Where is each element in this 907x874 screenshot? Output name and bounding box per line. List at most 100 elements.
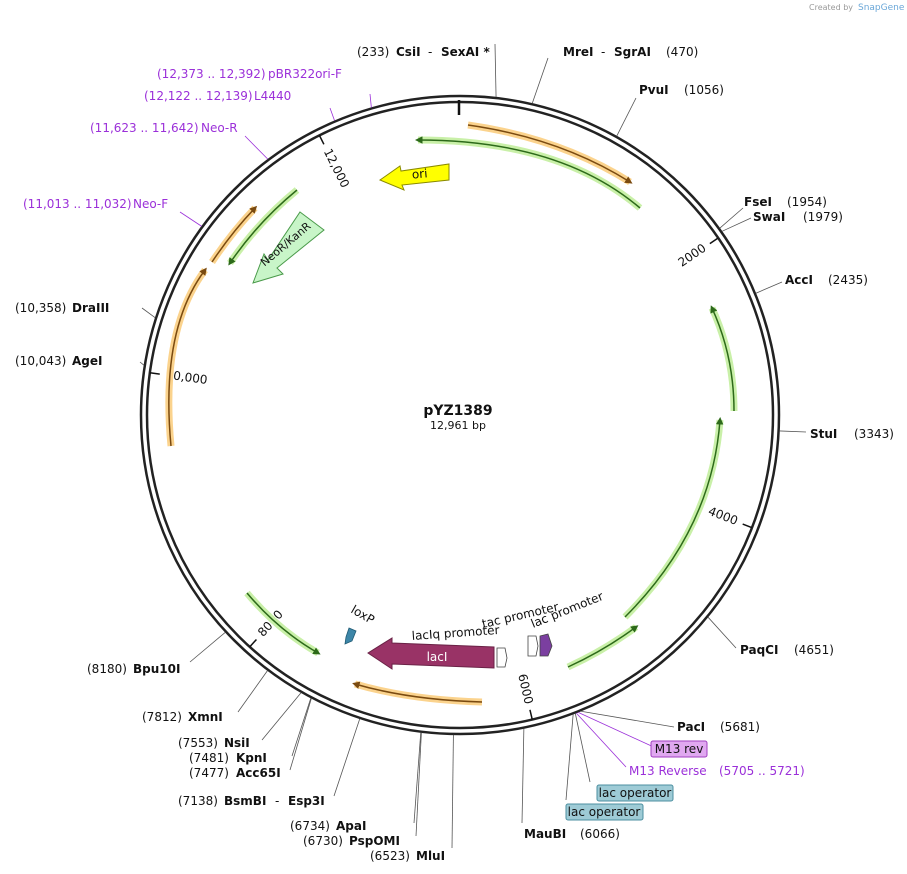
- neor-kanr-arrow[interactable]: [252, 211, 325, 284]
- site-mlui[interactable]: (6523) MluI: [370, 849, 445, 863]
- site-name: CsiI: [396, 45, 421, 59]
- green-arc: [415, 136, 641, 209]
- site-name: MreI: [563, 45, 593, 59]
- primer-m13-reverse[interactable]: M13 Reverse (5705 .. 5721): [629, 764, 805, 778]
- site-acc65i[interactable]: (7477) Acc65I: [189, 766, 281, 780]
- site-position: (6730): [303, 834, 343, 848]
- boxed-lac-operator-2[interactable]: lac operator: [565, 803, 644, 821]
- leader-line: [333, 718, 361, 797]
- site-bsmbi-esp3i[interactable]: (7138) BsmBI - Esp3I: [178, 794, 325, 808]
- site-name: XmnI: [188, 710, 223, 724]
- site-position: (7481): [189, 751, 229, 765]
- site-position: (1954): [787, 195, 827, 209]
- site-position: (7812): [142, 710, 182, 724]
- leader-line: [451, 734, 454, 849]
- site-position: (6523): [370, 849, 410, 863]
- tick-mark: [149, 372, 160, 375]
- tick-label: 6000: [515, 673, 536, 706]
- primer-pbr322ori-f[interactable]: (12,373 .. 12,392) pBR322ori-F: [157, 67, 342, 81]
- site-position: (1056): [684, 83, 724, 97]
- leader-line: [189, 632, 226, 663]
- primer-neo-f[interactable]: (11,013 .. 11,032) Neo-F: [23, 197, 168, 211]
- site-acci[interactable]: AccI (2435): [785, 273, 868, 287]
- orf-arcs: [165, 121, 633, 706]
- site-name: NsiI: [224, 736, 250, 750]
- site-fsei[interactable]: FseI (1954): [744, 195, 827, 209]
- site-position: (7553): [178, 736, 218, 750]
- site-position: (1979): [803, 210, 843, 224]
- leader-line: [139, 361, 145, 366]
- tac-promoter-shape[interactable]: [527, 635, 539, 657]
- leader-line: [616, 97, 637, 137]
- orf-arc: [211, 205, 258, 263]
- leader-lines: [139, 43, 807, 849]
- ori-arrow[interactable]: [378, 163, 450, 191]
- site-position: (3343): [854, 427, 894, 441]
- boxed-m13-rev[interactable]: M13 rev: [650, 740, 708, 758]
- site-position: (7477): [189, 766, 229, 780]
- leader-line: [574, 713, 591, 783]
- site-kpni[interactable]: (7481) KpnI: [189, 751, 267, 765]
- site-xmni[interactable]: (7812) XmnI: [142, 710, 223, 724]
- orf-arc: [352, 681, 483, 703]
- leader-line: [179, 211, 202, 227]
- site-bpu10i[interactable]: (8180) Bpu10I: [87, 662, 180, 676]
- feature-laci[interactable]: lacI: [367, 637, 495, 670]
- boxed-lac-operator-1[interactable]: lac operator: [596, 784, 674, 802]
- loxp-arrow[interactable]: [344, 627, 357, 645]
- leader-line: [755, 281, 783, 294]
- site-name: PaqCI: [740, 643, 778, 657]
- site-position: (4651): [794, 643, 834, 657]
- site-name: Bpu10I: [133, 662, 180, 676]
- site-labels: (233) CsiI - SexAI * MreI - SgrAI (470) …: [15, 45, 894, 863]
- site-name: PspOMI: [349, 834, 400, 848]
- leader-line: [329, 107, 335, 121]
- site-name-2: SgrAI: [614, 45, 651, 59]
- site-stui[interactable]: StuI (3343): [810, 427, 894, 441]
- leader-line: [719, 207, 744, 229]
- tick-mark: [529, 709, 533, 720]
- laci-arrow[interactable]: [367, 637, 495, 670]
- site-position: (2435): [828, 273, 868, 287]
- site-pspomi[interactable]: (6730) PspOMI: [303, 834, 400, 848]
- ori-label: ori: [411, 166, 428, 181]
- site-separator: -: [428, 45, 432, 59]
- green-arc: [228, 189, 298, 266]
- site-swai[interactable]: SwaI (1979): [753, 210, 843, 224]
- tick-label: 12,000: [321, 146, 352, 190]
- site-nsii[interactable]: (7553) NsiI: [178, 736, 250, 750]
- site-paci[interactable]: PacI (5681): [677, 720, 760, 734]
- boxed-lac-operator-label: lac operator: [599, 786, 672, 800]
- site-mrei-sgrai[interactable]: MreI - SgrAI (470): [563, 45, 698, 59]
- site-separator: -: [275, 794, 279, 808]
- laciq-promoter-shape[interactable]: [496, 647, 508, 668]
- site-paqci[interactable]: PaqCI (4651): [740, 643, 834, 657]
- site-pvui[interactable]: PvuI (1056): [639, 83, 724, 97]
- site-name: AccI: [785, 273, 813, 287]
- primer-neo-r[interactable]: (11,623 .. 11,642) Neo-R: [90, 121, 238, 135]
- leader-line: [779, 430, 807, 433]
- primer-range: (5705 .. 5721): [719, 764, 805, 778]
- orf-arc: [354, 680, 483, 706]
- leader-line: [237, 670, 268, 713]
- lac-promoter-shape[interactable]: [539, 633, 553, 657]
- tick-mark: [318, 135, 325, 145]
- site-apai[interactable]: (6734) ApaI: [290, 819, 366, 833]
- site-name: AgeI: [72, 354, 102, 368]
- site-separator: -: [601, 45, 605, 59]
- feature-loxp[interactable]: loxP: [344, 602, 377, 645]
- leader-line: [244, 135, 269, 160]
- primer-l4440[interactable]: (12,122 .. 12,139) L4440: [144, 89, 291, 103]
- site-draiii[interactable]: (10,358) DraIII: [15, 301, 109, 315]
- site-agei[interactable]: (10,043) AgeI: [15, 354, 102, 368]
- site-csii-sexai[interactable]: (233) CsiI - SexAI *: [357, 45, 490, 59]
- boxed-m13-rev-bg: [650, 740, 708, 758]
- site-maubi[interactable]: MauBI (6066): [524, 827, 620, 841]
- credit-brand: SnapGene: [858, 3, 905, 13]
- site-position: (6734): [290, 819, 330, 833]
- site-name: KpnI: [236, 751, 267, 765]
- primer-range: (12,373 .. 12,392): [157, 67, 266, 81]
- leader-line: [580, 710, 675, 728]
- feature-ori[interactable]: ori: [378, 163, 450, 191]
- site-name: DraIII: [72, 301, 109, 315]
